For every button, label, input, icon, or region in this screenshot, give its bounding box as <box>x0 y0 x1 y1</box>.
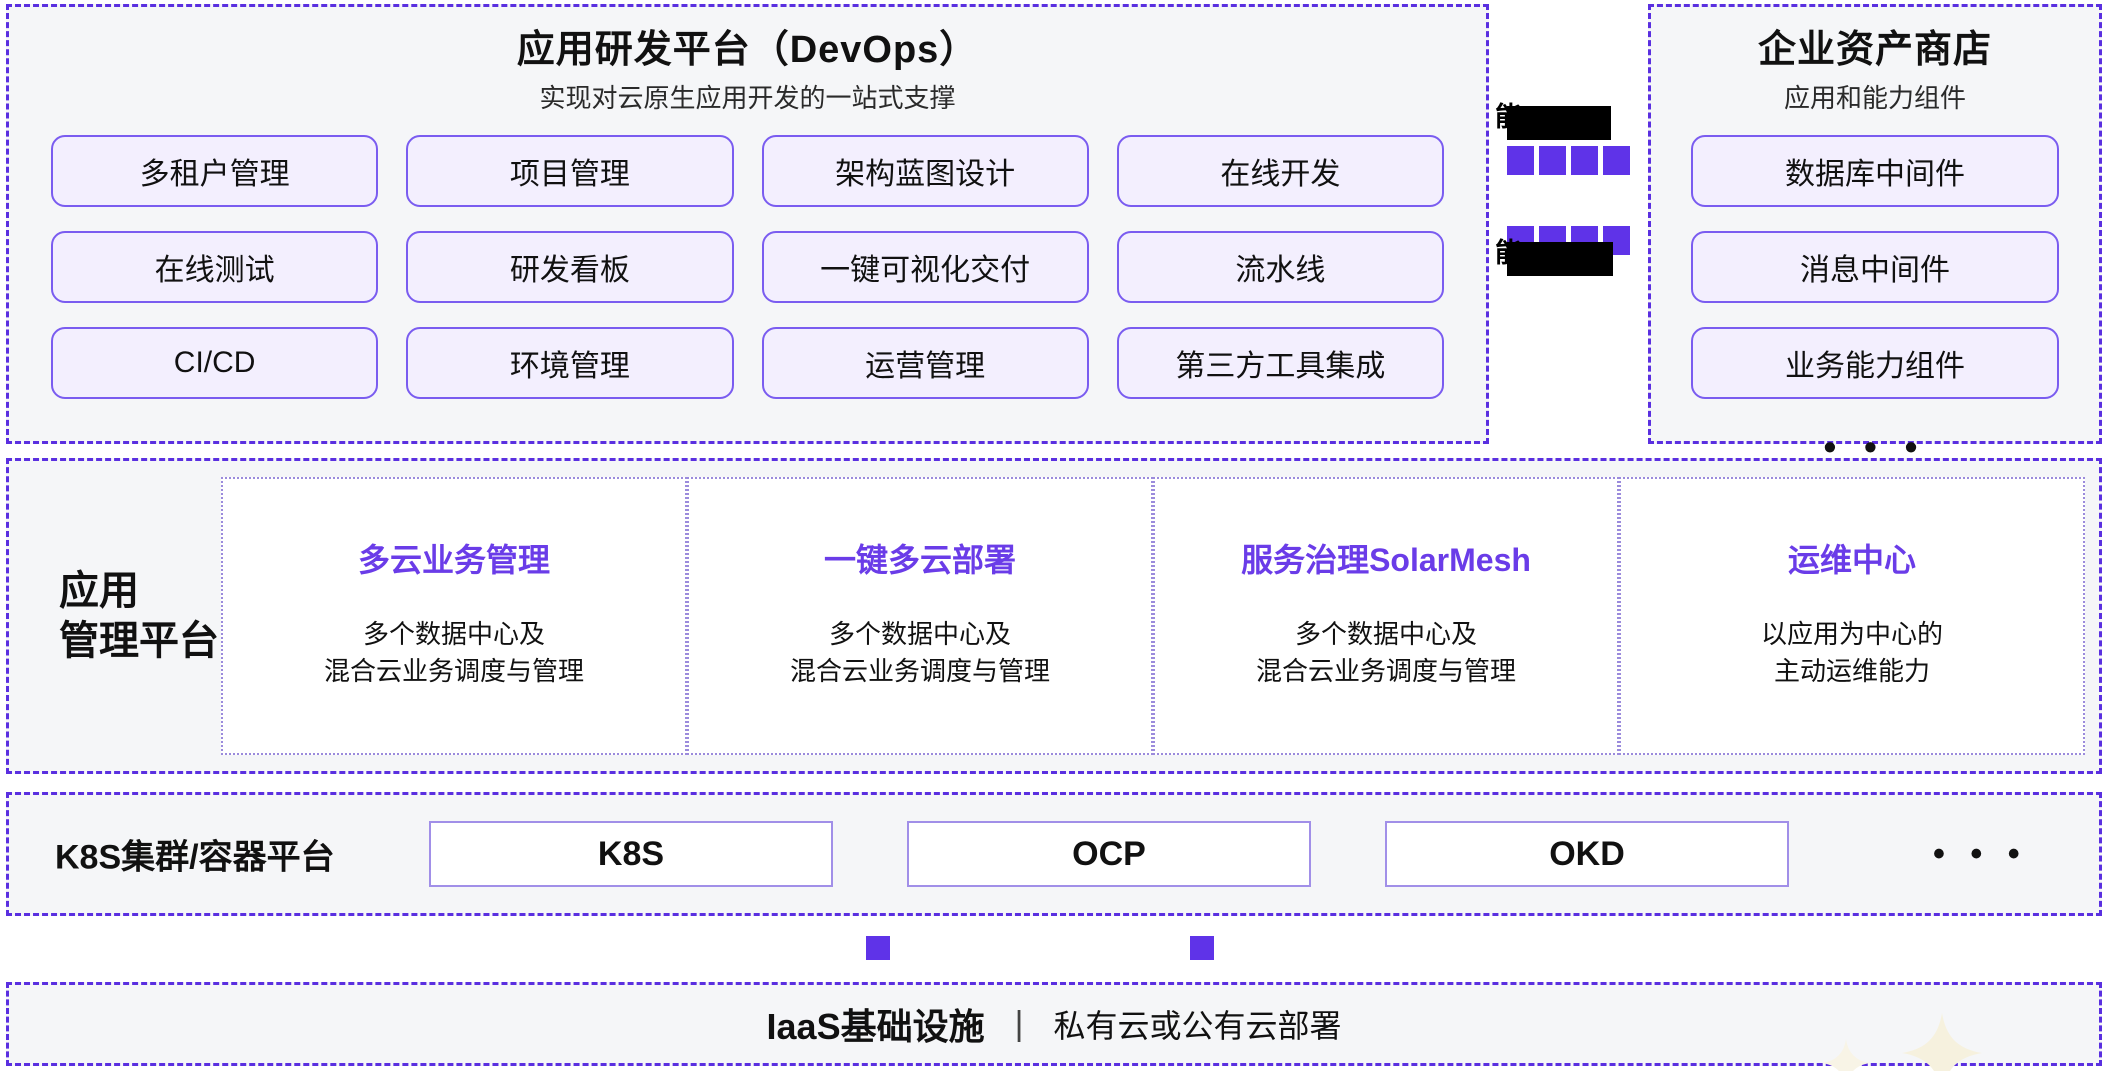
k8s-box-list: K8S OCP OKD • • • <box>429 821 2028 887</box>
app-management-panel: 应用 管理平台 多云业务管理 多个数据中心及 混合云业务调度与管理 一键多云部署… <box>6 458 2102 774</box>
mgmt-card-title: 多云业务管理 <box>357 542 550 579</box>
devops-chip-thirdparty-tools[interactable]: 第三方工具集成 <box>1116 327 1444 399</box>
asset-item-db-middleware[interactable]: 数据库中间件 <box>1691 135 2059 207</box>
mgmt-card-desc: 多个数据中心及 混合云业务调度与管理 <box>1255 618 1516 687</box>
redacted-gutter: 能 能 <box>1495 4 1643 444</box>
mgmt-card-onekey-multicloud-deploy[interactable]: 一键多云部署 多个数据中心及 混合云业务调度与管理 <box>687 477 1153 755</box>
asset-store-list: 数据库中间件 消息中间件 业务能力组件 • • • <box>1691 135 2059 465</box>
devops-chip-online-dev[interactable]: 在线开发 <box>1116 135 1444 207</box>
mgmt-card-ops-center[interactable]: 运维中心 以应用为中心的 主动运维能力 <box>1619 477 2085 755</box>
mgmt-card-desc: 多个数据中心及 混合云业务调度与管理 <box>789 618 1050 687</box>
devops-chip-project-mgmt[interactable]: 项目管理 <box>406 135 734 207</box>
mgmt-card-service-governance[interactable]: 服务治理SolarMesh 多个数据中心及 混合云业务调度与管理 <box>1153 477 1619 755</box>
k8s-box-k8s[interactable]: K8S <box>429 821 833 887</box>
asset-item-business-component[interactable]: 业务能力组件 <box>1691 327 2059 399</box>
mgmt-card-title: 服务治理SolarMesh <box>1241 542 1531 579</box>
iaas-inner: IaaS基础设施 | 私有云或公有云部署 <box>767 998 1342 1050</box>
mgmt-card-desc: 多个数据中心及 混合云业务调度与管理 <box>323 618 584 687</box>
gutter-square <box>1571 146 1598 175</box>
devops-title: 应用研发平台（DevOps） <box>516 29 979 71</box>
mgmt-card-title: 一键多云部署 <box>823 542 1016 579</box>
redaction-bar-top <box>1507 106 1611 140</box>
iaas-panel: IaaS基础设施 | 私有云或公有云部署 <box>6 982 2102 1066</box>
iaas-divider: | <box>1014 1004 1024 1043</box>
gutter-square <box>1507 146 1534 175</box>
devops-chip-online-test[interactable]: 在线测试 <box>51 231 379 303</box>
app-management-cards: 多云业务管理 多个数据中心及 混合云业务调度与管理 一键多云部署 多个数据中心及… <box>221 477 2085 755</box>
devops-chip-pipeline[interactable]: 流水线 <box>1116 231 1444 303</box>
app-management-label: 应用 管理平台 <box>59 569 219 663</box>
devops-panel: 应用研发平台（DevOps） 实现对云原生应用开发的一站式支撑 多租户管理 项目… <box>6 4 1489 444</box>
devops-chip-multi-tenant[interactable]: 多租户管理 <box>51 135 379 207</box>
k8s-more-dots-icon: • • • <box>1933 834 2028 873</box>
devops-chip-visual-delivery[interactable]: 一键可视化交付 <box>761 231 1089 303</box>
gutter-square <box>1603 146 1630 175</box>
iaas-title: IaaS基础设施 <box>766 1006 985 1047</box>
devops-chip-env-mgmt[interactable]: 环境管理 <box>406 327 734 399</box>
connector-square-right <box>1190 936 1214 960</box>
redaction-bar-bottom <box>1507 242 1613 276</box>
devops-subtitle: 实现对云原生应用开发的一站式支撑 <box>539 82 956 113</box>
mgmt-card-title: 运维中心 <box>1787 542 1916 579</box>
devops-chip-cicd[interactable]: CI/CD <box>51 327 379 399</box>
devops-chip-ops-mgmt[interactable]: 运营管理 <box>761 327 1089 399</box>
mgmt-card-desc: 以应用为中心的 主动运维能力 <box>1760 618 1943 687</box>
k8s-box-okd[interactable]: OKD <box>1385 821 1789 887</box>
iaas-subtitle: 私有云或公有云部署 <box>1053 1008 1342 1044</box>
asset-store-title: 企业资产商店 <box>1757 29 1992 71</box>
mgmt-card-multicloud-business[interactable]: 多云业务管理 多个数据中心及 混合云业务调度与管理 <box>221 477 687 755</box>
devops-chip-architecture-blueprint[interactable]: 架构蓝图设计 <box>761 135 1089 207</box>
devops-chip-grid: 多租户管理 项目管理 架构蓝图设计 在线开发 在线测试 研发看板 一键可视化交付… <box>51 135 1444 399</box>
k8s-panel-label: K8S集群/容器平台 <box>55 838 335 877</box>
gutter-square <box>1539 146 1566 175</box>
k8s-box-ocp[interactable]: OCP <box>907 821 1311 887</box>
devops-chip-dev-kanban[interactable]: 研发看板 <box>406 231 734 303</box>
k8s-cluster-panel: K8S集群/容器平台 K8S OCP OKD • • • <box>6 792 2102 916</box>
connector-square-left <box>866 936 890 960</box>
gutter-square-row-top <box>1507 146 1630 175</box>
asset-item-msg-middleware[interactable]: 消息中间件 <box>1691 231 2059 303</box>
asset-store-panel: 企业资产商店 应用和能力组件 数据库中间件 消息中间件 业务能力组件 • • • <box>1648 4 2102 465</box>
asset-store-subtitle: 应用和能力组件 <box>1783 82 1966 113</box>
